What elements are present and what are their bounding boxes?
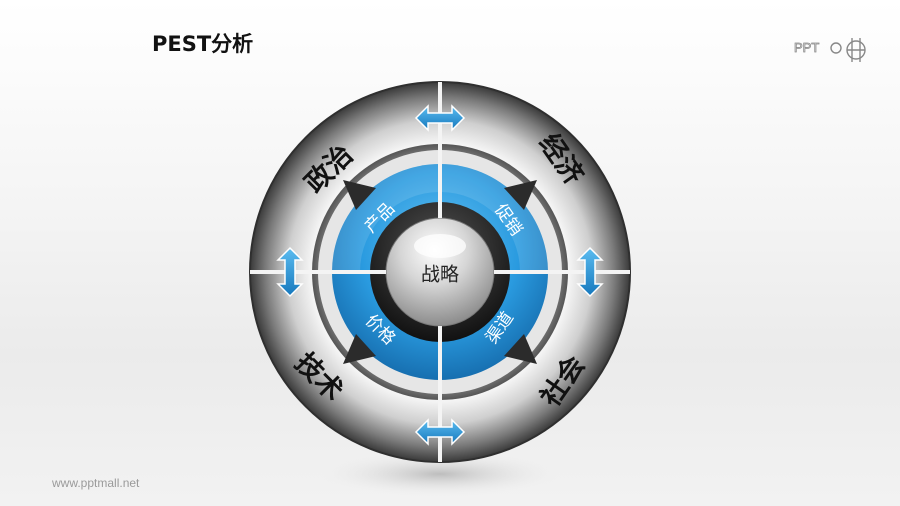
arrow-left — [276, 246, 304, 298]
ppt-logo: PPT — [794, 38, 866, 62]
footer-url: www.pptmall.net — [52, 476, 140, 490]
label-strategy: 战略 — [421, 264, 459, 286]
segment-dividers — [250, 82, 630, 462]
arrow-bottom — [414, 418, 466, 446]
pointer-top-left — [343, 180, 376, 210]
connector-arrows — [276, 104, 604, 446]
diagonal-pointers — [343, 180, 537, 364]
pointer-bottom-right — [504, 334, 537, 364]
page-title: PEST分析 — [152, 32, 254, 56]
pointer-top-right — [504, 180, 537, 210]
floor-shadow — [320, 452, 560, 496]
pointer-bottom-left — [343, 334, 376, 364]
logo-text: PPT — [794, 40, 819, 55]
arrow-right — [576, 246, 604, 298]
arrow-top — [414, 104, 466, 132]
logo-circle-small — [830, 42, 842, 54]
